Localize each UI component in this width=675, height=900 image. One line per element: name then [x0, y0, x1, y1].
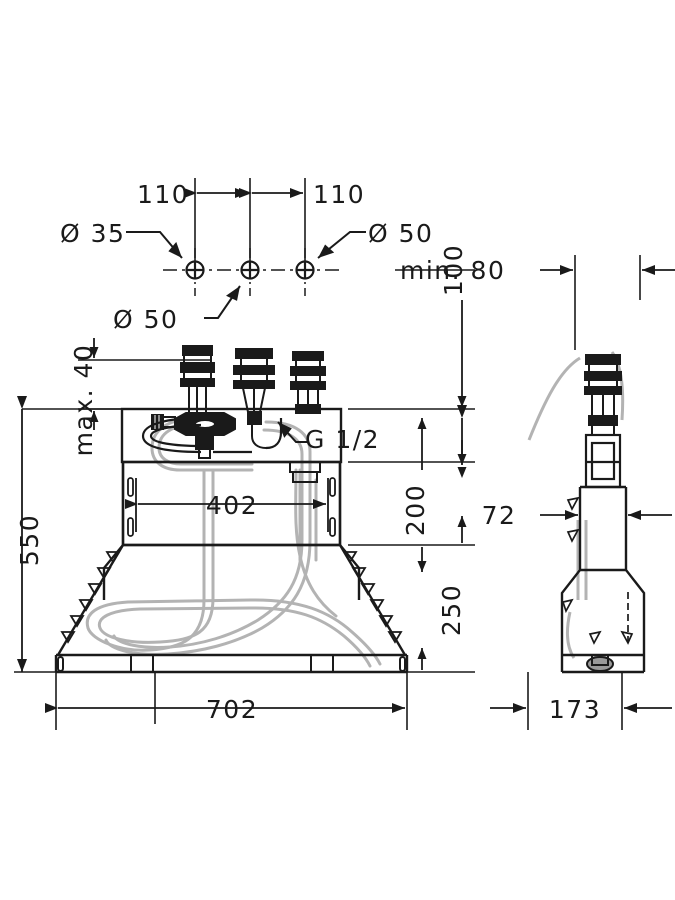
leader-d50-right: [317, 231, 366, 259]
side-top-cap: [584, 354, 622, 436]
dim-110-right-label: 110: [313, 180, 365, 209]
hole-1: [185, 260, 205, 280]
hole-2: [240, 260, 260, 280]
callout-d35-label: Ø 35: [60, 219, 125, 248]
dim-402-line: [125, 478, 329, 532]
side-body-column: [560, 485, 646, 674]
right-outlet-bracket: [289, 461, 321, 483]
front-view-dimension-lines: [14, 255, 675, 730]
fitting-left-valve: [180, 345, 215, 417]
dim-550-label: 550: [15, 514, 44, 566]
side-serrations: [561, 496, 634, 645]
side-base-foot: [586, 654, 614, 672]
dim-110-left-label: 110: [137, 180, 189, 209]
dim-72-label: 72: [482, 501, 517, 530]
fitting-right-valve: [290, 351, 326, 414]
dim-173-label: 173: [549, 695, 601, 724]
callout-g12-label: G 1/2: [305, 425, 380, 454]
side-view-body: [527, 351, 646, 674]
side-view-dimension-lines: [490, 510, 672, 713]
skirt-serrations: [60, 551, 403, 644]
top-fittings: [141, 345, 326, 459]
hose-loop-upper: [141, 416, 283, 454]
dim-200-label: 200: [401, 484, 430, 536]
block-slots: [127, 477, 336, 537]
leader-d35: [126, 231, 183, 259]
dim-402-label: 402: [206, 491, 258, 520]
dim-min80-label: min. 80: [400, 256, 505, 285]
dim-250-label: 250: [437, 584, 466, 636]
middle-connector: [247, 411, 267, 449]
leader-d50-bottom: [204, 285, 241, 319]
dim-702-label: 702: [206, 695, 258, 724]
fitting-middle-valve: [233, 348, 275, 413]
callout-d50-bottom-label: Ø 50: [113, 305, 178, 334]
hole-3: [295, 260, 315, 280]
leader-g12: [277, 421, 308, 443]
extension-lines: [14, 255, 641, 730]
dim-max40-label: max. 40: [69, 344, 98, 457]
base-fixings: [57, 654, 406, 673]
top-view-hole-pattern: [126, 178, 366, 319]
side-upper-column: [584, 433, 622, 489]
callout-d50-right-label: Ø 50: [368, 219, 433, 248]
dim-100-label: 100: [439, 244, 468, 296]
